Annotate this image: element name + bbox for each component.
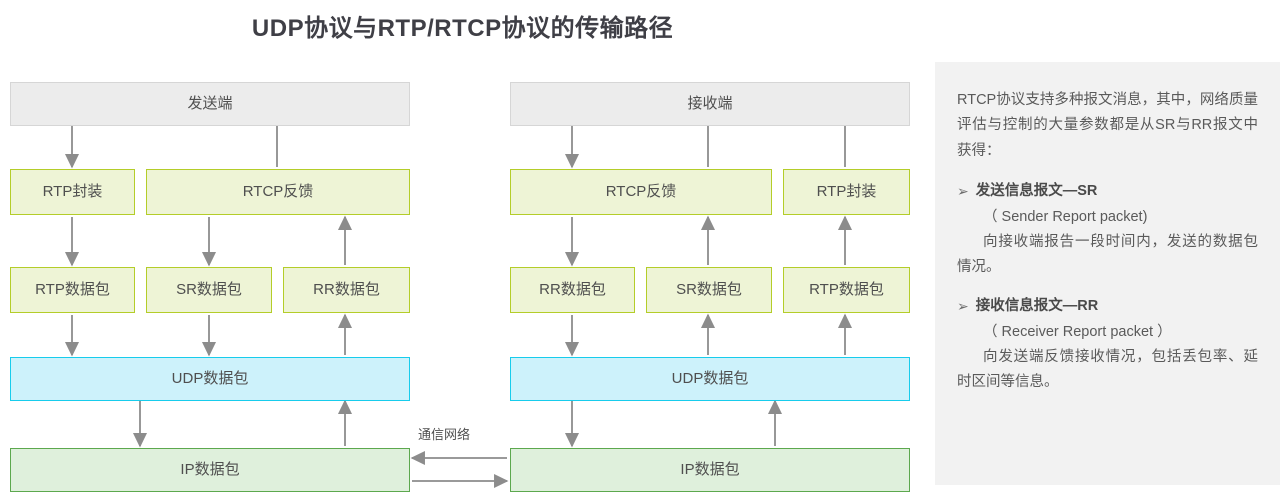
panel-item-rr-title: 接收信息报文—RR — [975, 297, 1099, 314]
receiver-endpoint-box: 接收端 — [510, 82, 910, 126]
sender-rtp-packet-box: RTP数据包 — [10, 267, 135, 313]
panel-item-rr: ➢ 接收信息报文—RR （ Receiver Report packet ） 向… — [957, 295, 1258, 396]
panel-item-rr-desc: 向发送端反馈接收情况，包括丢包率、延时区间等信息。 — [957, 348, 1258, 390]
panel-item-sr-subtitle: （ Sender Report packet) — [983, 209, 1148, 226]
receiver-rtp-encapsulation-box: RTP封装 — [783, 169, 910, 215]
network-link-label: 通信网络 — [418, 427, 471, 442]
sender-ip-packet-box: IP数据包 — [10, 448, 410, 492]
panel-item-rr-subtitle: （ Receiver Report packet ） — [983, 323, 1172, 340]
sender-endpoint-box: 发送端 — [10, 82, 410, 126]
page-title: UDP协议与RTP/RTCP协议的传输路径 — [251, 15, 674, 42]
sender-rtp-encapsulation-box: RTP封装 — [10, 169, 135, 215]
receiver-ip-packet-box: IP数据包 — [510, 448, 910, 492]
receiver-rr-packet-box: RR数据包 — [510, 267, 635, 313]
panel-item-sr: ➢ 发送信息报文—SR （ Sender Report packet) 向接收端… — [957, 180, 1258, 281]
receiver-rtp-packet-box: RTP数据包 — [783, 267, 910, 313]
panel-lead-text: RTCP协议支持多种报文消息，其中，网络质量评估与控制的大量参数都是从SR与RR… — [957, 92, 1258, 159]
panel-item-sr-title: 发送信息报文—SR — [975, 183, 1098, 200]
sender-udp-packet-box: UDP数据包 — [10, 357, 410, 401]
receiver-rtcp-feedback-box: RTCP反馈 — [510, 169, 772, 215]
transmission-path-diagram: 发送端 RTP封装 RTCP反馈 RTP数据包 SR数据包 RR数据包 UDP数… — [0, 60, 925, 495]
bullet-arrow-icon: ➢ — [957, 297, 969, 314]
sender-rtcp-feedback-box: RTCP反馈 — [146, 169, 410, 215]
receiver-sr-packet-box: SR数据包 — [646, 267, 772, 313]
bullet-arrow-icon: ➢ — [957, 183, 969, 200]
sender-sr-packet-box: SR数据包 — [146, 267, 272, 313]
panel-item-sr-desc: 向接收端报告一段时间内，发送的数据包情况。 — [957, 233, 1258, 276]
receiver-udp-packet-box: UDP数据包 — [510, 357, 910, 401]
sender-rr-packet-box: RR数据包 — [283, 267, 410, 313]
rtcp-info-panel: RTCP协议支持多种报文消息，其中，网络质量评估与控制的大量参数都是从SR与RR… — [935, 62, 1280, 485]
